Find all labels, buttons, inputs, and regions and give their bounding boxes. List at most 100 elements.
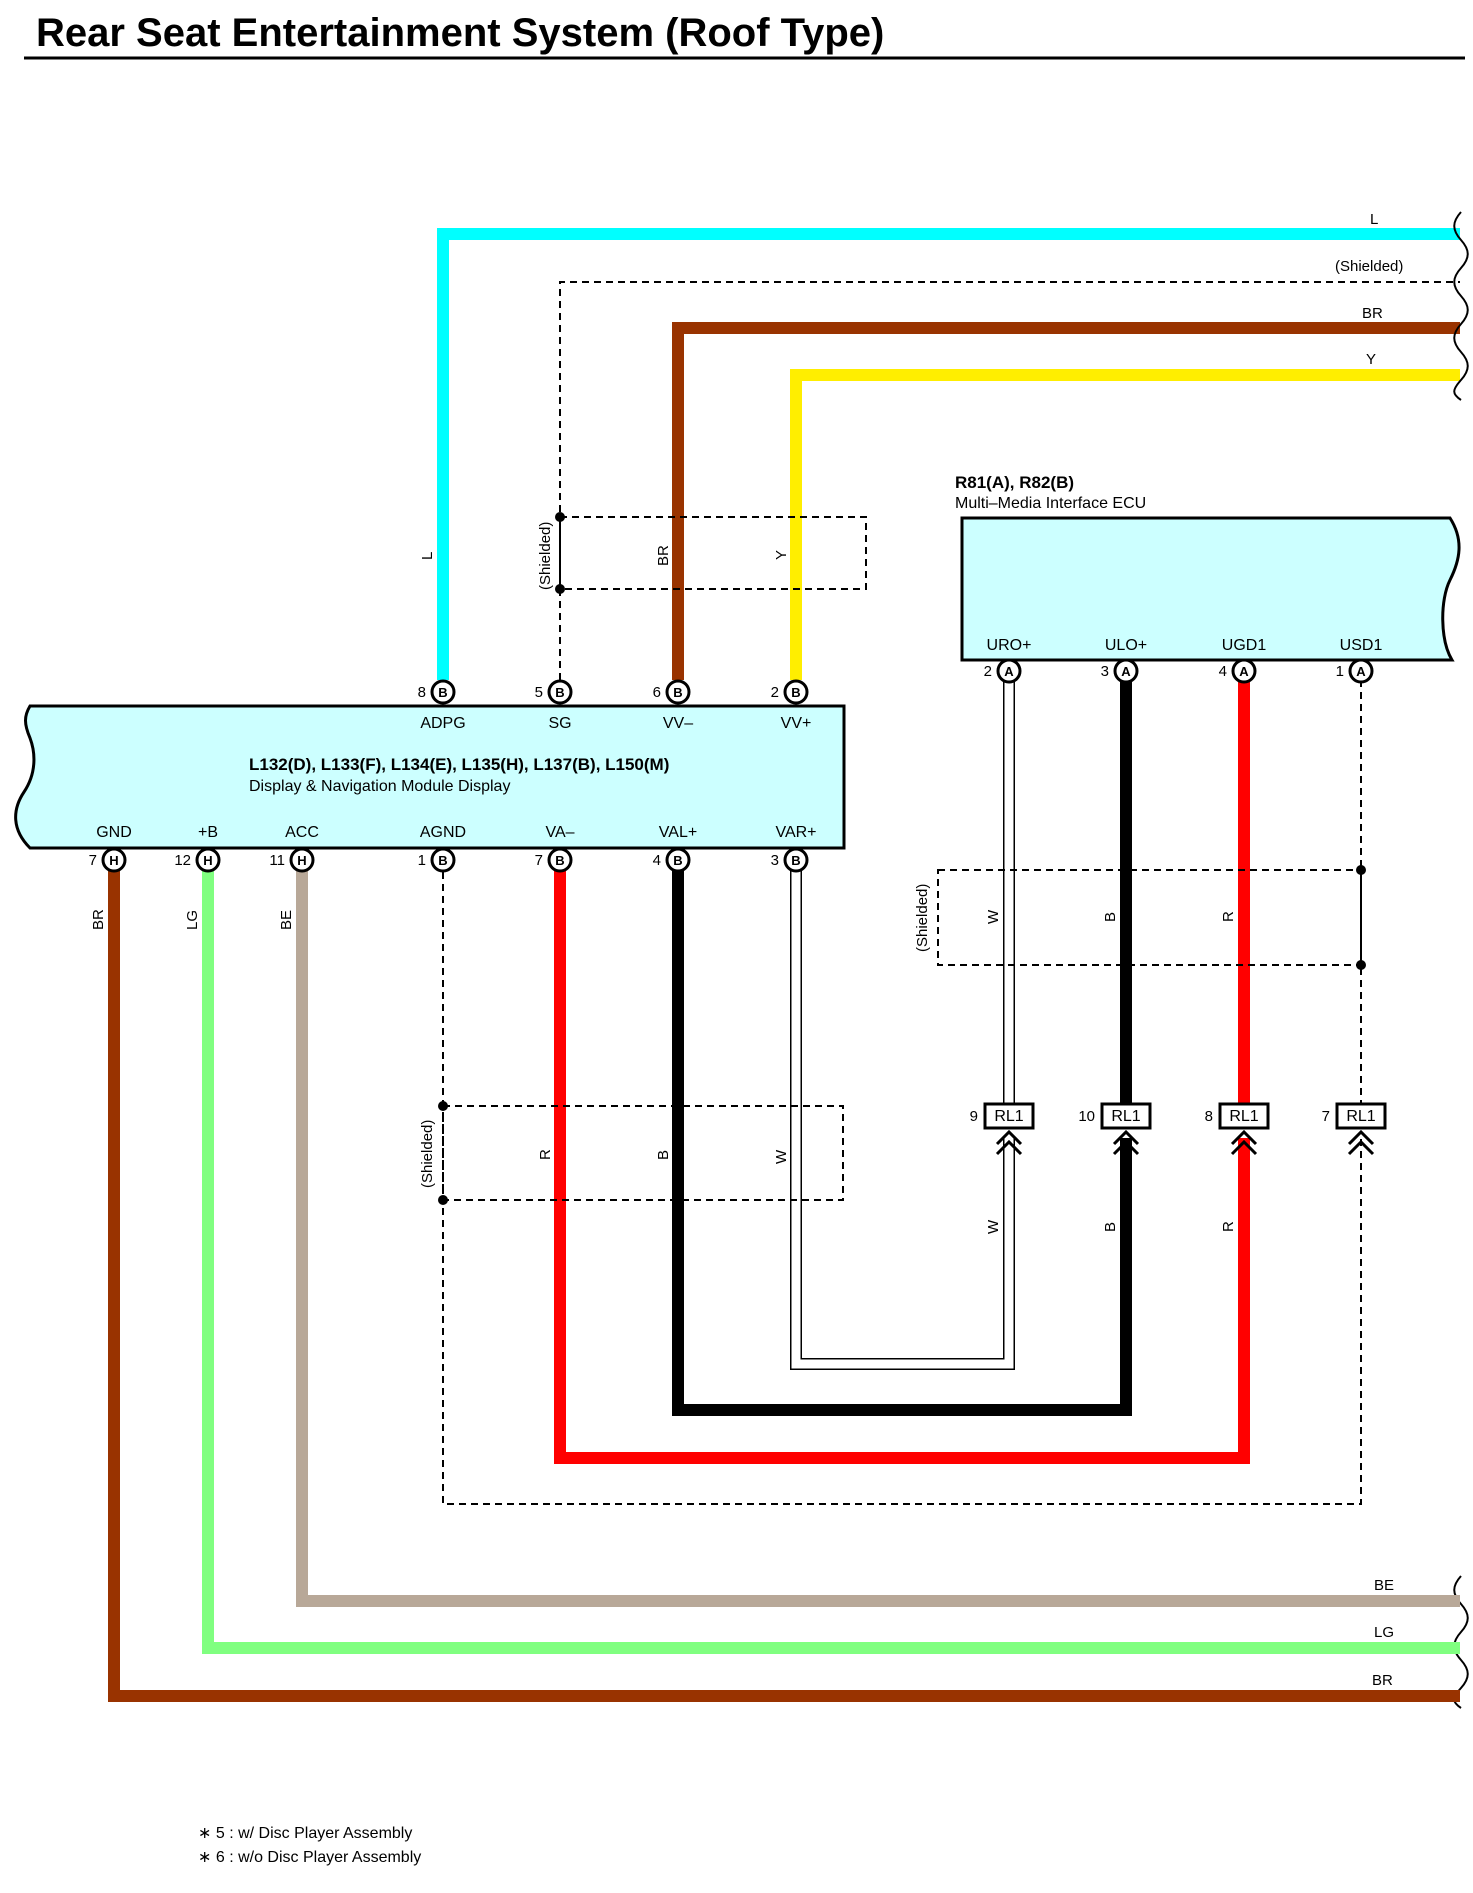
wire-label-w-ecu: W — [985, 909, 1002, 924]
pin-sg: B 5 — [535, 679, 573, 705]
wire-lg-plus-b — [202, 860, 1460, 1654]
wire-label-br-gnd: BR — [90, 909, 107, 930]
ecu-shield-box — [937, 869, 1362, 966]
pin-conn-letter: B — [791, 685, 800, 700]
pin-conn-letter: A — [1004, 664, 1014, 679]
shield-joint — [555, 584, 565, 594]
wire-label-y: Y — [1366, 351, 1376, 368]
pin-vv-plus: B 2 — [771, 679, 809, 705]
display-module-codes: L132(D), L133(F), L134(E), L135(H), L137… — [249, 755, 669, 774]
pin-conn-letter: A — [1121, 664, 1131, 679]
wire-label-shielded-lower: (Shielded) — [419, 1120, 436, 1188]
pin-conn-letter: H — [203, 853, 212, 868]
signal-adpg: ADPG — [420, 715, 465, 732]
wire-label-lg: LG — [184, 910, 201, 930]
wire-be-acc — [296, 860, 1460, 1607]
wire-label-be: BE — [278, 910, 295, 930]
wire-label-y-vertical: Y — [773, 550, 790, 560]
pin-number: 4 — [1219, 663, 1227, 680]
rl1-connector-8: RL1 8 — [1205, 1102, 1270, 1156]
pin-agnd: B 1 — [418, 847, 456, 873]
signal-sg: SG — [548, 715, 571, 732]
pin-conn-letter: H — [297, 853, 306, 868]
signal-vv-minus: VV– — [663, 715, 693, 732]
signal-vv-plus: VV+ — [781, 715, 812, 732]
pin-uro-plus: A 2 — [984, 658, 1022, 684]
pin-number: 4 — [653, 852, 661, 869]
pin-number: 12 — [174, 852, 191, 869]
signal-uro-plus: URO+ — [987, 637, 1032, 654]
chevron-up-icon — [1347, 1129, 1375, 1156]
wire-label-r-rl1: R — [1220, 1221, 1237, 1232]
pin-va-minus: B 7 — [535, 847, 573, 873]
wire-label-l-vertical: L — [419, 552, 436, 560]
rl1-pin-number: 7 — [1322, 1108, 1330, 1125]
upper-wires — [437, 228, 1460, 680]
pin-ulo-plus: A 3 — [1101, 658, 1139, 684]
pin-val-plus: B 4 — [653, 847, 691, 873]
chevron-up-icon — [995, 1129, 1023, 1156]
wire-br-vv-minus — [672, 322, 1460, 680]
shield-joint — [555, 512, 565, 522]
wire-label-r-lower: R — [537, 1149, 554, 1160]
chevron-up-icon — [1112, 1129, 1140, 1156]
pin-adpg: B 8 — [418, 679, 456, 705]
pin-conn-letter: B — [438, 685, 447, 700]
pin-acc: H 11 — [269, 847, 315, 873]
pin-conn-letter: B — [438, 853, 447, 868]
wire-label-br: BR — [1362, 305, 1383, 322]
rl1-pin-number: 8 — [1205, 1108, 1213, 1125]
wire-label-br-right: BR — [1372, 1672, 1393, 1689]
shield-joint — [1356, 960, 1366, 970]
pin-gnd: H 7 — [89, 847, 127, 873]
signal-val-plus: VAL+ — [659, 824, 697, 841]
pin-number: 2 — [984, 663, 992, 680]
signal-usd1: USD1 — [1340, 637, 1383, 654]
wire-br-gnd — [108, 860, 1460, 1702]
shield-joint — [438, 1101, 448, 1111]
wire-label-lg-right: LG — [1374, 1624, 1394, 1641]
ecu-box — [960, 516, 1461, 662]
wire-label-shielded-vertical: (Shielded) — [537, 522, 554, 590]
page-title: Rear Seat Entertainment System (Roof Typ… — [36, 11, 884, 55]
pin-ugd1: A 4 — [1219, 658, 1257, 684]
pin-conn-letter: B — [673, 685, 682, 700]
pin-number: 7 — [89, 852, 97, 869]
note-no-disc-player: ∗ 6 : w/o Disc Player Assembly — [198, 1849, 421, 1866]
wire-label-br-vertical: BR — [655, 545, 672, 566]
pin-number: 1 — [1336, 663, 1344, 680]
chevron-up-icon — [1230, 1129, 1258, 1156]
wire-label-r-ecu: R — [1220, 911, 1237, 922]
rl1-pin-number: 10 — [1078, 1108, 1095, 1125]
note-disc-player: ∗ 5 : w/ Disc Player Assembly — [198, 1825, 412, 1842]
signal-plus-b: +B — [198, 824, 218, 841]
rl1-label: RL1 — [1229, 1108, 1258, 1125]
pin-vv-minus: B 6 — [653, 679, 691, 705]
lower-shield-box — [442, 1105, 844, 1201]
rl1-pin-number: 9 — [970, 1108, 978, 1125]
wire-label-be-right: BE — [1374, 1577, 1394, 1594]
rl1-label: RL1 — [1346, 1108, 1375, 1125]
signal-agnd: AGND — [420, 824, 466, 841]
wire-label-l: L — [1370, 211, 1378, 228]
pin-conn-letter: B — [555, 685, 564, 700]
signal-ugd1: UGD1 — [1222, 637, 1267, 654]
signal-ulo-plus: ULO+ — [1105, 637, 1147, 654]
wire-break-marks — [1453, 211, 1469, 1709]
wire-label-w-rl1: W — [985, 1219, 1002, 1234]
wire-label-b-lower: B — [655, 1150, 672, 1160]
pin-conn-letter: B — [791, 853, 800, 868]
pin-conn-letter: B — [555, 853, 564, 868]
rl1-connector-7: RL1 7 — [1322, 1102, 1387, 1156]
wire-label-b-ecu: B — [1102, 912, 1119, 922]
ecu-codes: R81(A), R82(B) — [955, 473, 1074, 492]
break-mark — [1453, 211, 1469, 401]
display-module-box — [14, 704, 846, 850]
signal-gnd: GND — [96, 824, 132, 841]
pin-conn-letter: A — [1239, 664, 1249, 679]
lower-wires — [108, 680, 1460, 1702]
wire-label-w-lower: W — [773, 1149, 790, 1164]
pin-number: 5 — [535, 684, 543, 701]
pin-number: 3 — [1101, 663, 1109, 680]
rl1-label: RL1 — [1111, 1108, 1140, 1125]
